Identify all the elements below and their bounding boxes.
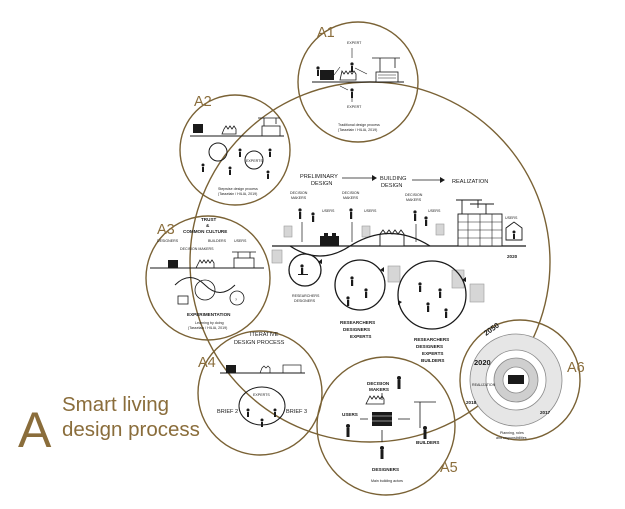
svg-text:Learning by doing: Learning by doing [195, 321, 224, 325]
circle-a3[interactable] [145, 215, 271, 341]
svg-text:USERS: USERS [364, 209, 377, 213]
svg-text:DESIGNERS: DESIGNERS [372, 467, 399, 472]
svg-text:and responsibilities: and responsibilities [496, 436, 527, 440]
svg-text:ITERATIVE: ITERATIVE [250, 332, 279, 338]
a1-content: EXPERT EXPERT Traditional design process… [312, 41, 404, 132]
label-a4: A4 [198, 355, 216, 371]
title-letter: A [18, 402, 52, 458]
svg-text:DECISION: DECISION [342, 191, 360, 195]
svg-text:2020: 2020 [474, 358, 491, 367]
label-a1: A1 [317, 25, 335, 41]
svg-text:(Tasselain / HILIA, 2019): (Tasselain / HILIA, 2019) [218, 192, 257, 196]
label-a3: A3 [157, 222, 175, 238]
stage-building: BUILDING [380, 176, 406, 182]
svg-text:Main building actors: Main building actors [371, 479, 403, 483]
svg-text:RESEARCHERS: RESEARCHERS [340, 320, 375, 325]
title-line1: Smart living [62, 393, 169, 416]
circle-a2[interactable] [179, 94, 291, 206]
svg-text:EXPERT: EXPERT [347, 41, 362, 45]
svg-text:REALIZATION: REALIZATION [472, 383, 496, 387]
svg-text:(Tasselain / HILIA, 2019): (Tasselain / HILIA, 2019) [338, 128, 377, 132]
label-a6: A6 [567, 360, 585, 376]
svg-text:BRIEF 2: BRIEF 2 [217, 409, 238, 415]
svg-text:Stepwise design process: Stepwise design process [218, 187, 258, 191]
circle-a5[interactable] [316, 356, 456, 496]
svg-text:DESIGNERS: DESIGNERS [294, 299, 316, 303]
svg-text:TRUST: TRUST [201, 217, 217, 222]
main-process: PRELIMINARY DESIGN BUILDING DESIGN REALI… [271, 174, 526, 363]
svg-text:DECISION: DECISION [405, 193, 423, 197]
svg-text:DECISION: DECISION [367, 381, 390, 386]
svg-text:Traditional design process: Traditional design process [338, 123, 380, 127]
svg-text:RESEARCHERS: RESEARCHERS [414, 337, 449, 342]
main-year: 2020 [507, 254, 518, 259]
label-a2: A2 [194, 94, 212, 110]
svg-text:USERS: USERS [234, 239, 247, 243]
svg-text:DESIGNERS: DESIGNERS [157, 239, 179, 243]
svg-text:DESIGNERS: DESIGNERS [343, 327, 370, 332]
svg-text:DESIGN: DESIGN [311, 181, 332, 187]
svg-text:BRIEF 3: BRIEF 3 [286, 409, 307, 415]
circle-a4[interactable] [197, 330, 323, 456]
svg-text:USERS: USERS [505, 216, 518, 220]
svg-text:MAKERS: MAKERS [343, 196, 359, 200]
svg-text:DESIGN: DESIGN [381, 183, 402, 189]
svg-text:&: & [206, 223, 210, 228]
svg-text:DESIGNERS: DESIGNERS [416, 344, 443, 349]
svg-text:RESEARCHERS: RESEARCHERS [292, 294, 320, 298]
a3-content: TRUST & COMMON CULTURE DESIGNERS DECISIO… [150, 217, 264, 330]
svg-text:MAKERS: MAKERS [369, 387, 389, 392]
svg-text:2050: 2050 [482, 321, 501, 338]
svg-text:BUILDERS: BUILDERS [421, 358, 444, 363]
svg-text:BUILDERS: BUILDERS [208, 239, 227, 243]
svg-text:?: ? [235, 298, 237, 302]
svg-text:EXPERTS: EXPERTS [253, 393, 270, 397]
stage-realization: REALIZATION [452, 179, 488, 185]
svg-text:MAKERS: MAKERS [406, 198, 422, 202]
a2-content: EXPERTS Stepwise design process (Tassela… [190, 117, 284, 196]
a5-content: DECISION MAKERS USERS BUILDERS DESIGNERS… [342, 376, 439, 483]
svg-text:USERS: USERS [428, 209, 441, 213]
svg-text:USERS: USERS [322, 209, 335, 213]
svg-text:DECISION MAKERS: DECISION MAKERS [180, 247, 214, 251]
stage-preliminary: PRELIMINARY [300, 174, 338, 180]
svg-text:2018: 2018 [466, 400, 477, 405]
svg-text:COMMON CULTURE: COMMON CULTURE [183, 229, 227, 234]
svg-text:EXPERT: EXPERT [347, 105, 362, 109]
circle-a1[interactable] [297, 21, 419, 143]
svg-text:MAKERS: MAKERS [291, 196, 307, 200]
svg-text:USERS: USERS [342, 412, 358, 417]
title-line2: design process [62, 418, 200, 441]
svg-text:2017: 2017 [540, 410, 551, 415]
a4-content: ITERATIVE DESIGN PROCESS EXPERTS BRIEF 2… [217, 332, 307, 427]
svg-text:EXPERTS: EXPERTS [246, 159, 263, 163]
a6-content: 2050 2020 2018 2017 REALIZATION Planning… [466, 321, 563, 440]
svg-text:DESIGN PROCESS: DESIGN PROCESS [234, 340, 285, 346]
circle-a6[interactable] [459, 319, 581, 441]
svg-text:EXPERTS: EXPERTS [422, 351, 443, 356]
label-a5: A5 [440, 460, 458, 476]
svg-text:DECISION: DECISION [290, 191, 308, 195]
svg-text:(Tasselain / HILIA, 2019): (Tasselain / HILIA, 2019) [188, 326, 227, 330]
svg-text:Planning, roles: Planning, roles [500, 431, 524, 435]
svg-text:EXPERIMENTATION: EXPERIMENTATION [187, 312, 231, 317]
svg-text:EXPERTS: EXPERTS [350, 334, 371, 339]
svg-text:BUILDERS: BUILDERS [416, 440, 439, 445]
